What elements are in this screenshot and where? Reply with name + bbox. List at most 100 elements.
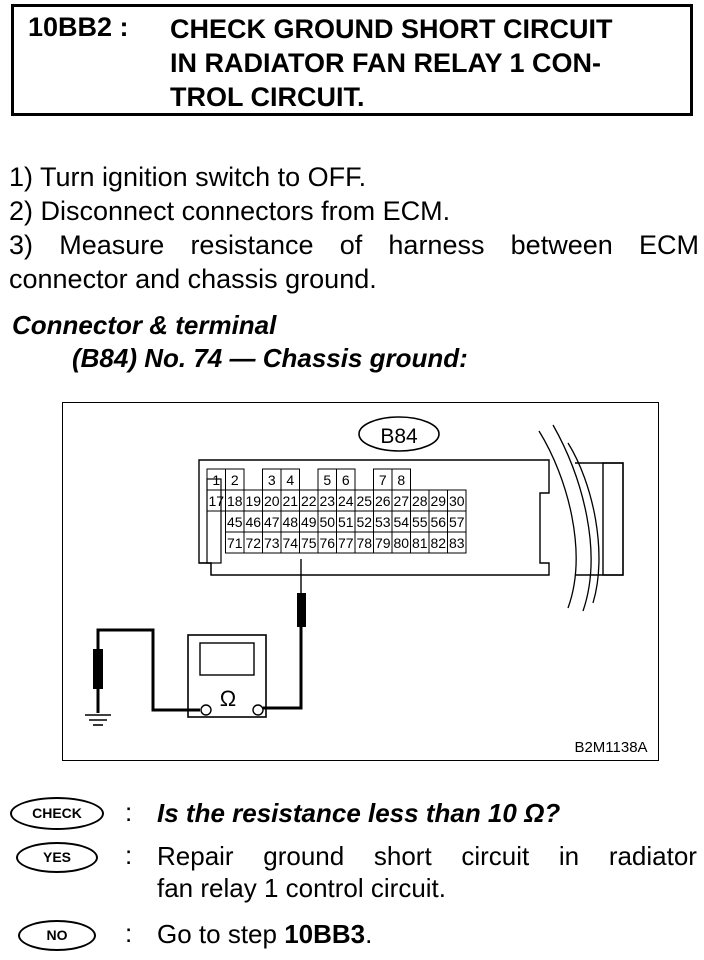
pin-number: 76	[319, 535, 335, 551]
ohm-symbol: Ω	[220, 686, 236, 711]
pin-number: 28	[412, 493, 428, 509]
pin-number: 51	[338, 514, 354, 530]
meter-terminal	[200, 704, 212, 716]
step-title-line: IN RADIATOR FAN RELAY 1 CON-	[170, 48, 602, 78]
colon: :	[125, 797, 133, 827]
colon: :	[125, 918, 133, 948]
probe-tip	[297, 593, 306, 627]
word: ground	[263, 841, 345, 871]
pin-number: 48	[282, 514, 298, 530]
word: in	[558, 841, 580, 871]
pin-number: 75	[301, 535, 317, 551]
word: resistance	[190, 230, 314, 260]
pin-number: 77	[338, 535, 354, 551]
pin-number: 1	[212, 472, 220, 488]
pin-number: 27	[393, 493, 409, 509]
step-header-box: 10BB2 : CHECK GROUND SHORT CIRCUIT IN RA…	[11, 4, 693, 116]
harness-break-line	[567, 442, 600, 604]
connector-name-oval	[358, 416, 440, 452]
step-title: CHECK GROUND SHORT CIRCUIT IN RADIATOR F…	[170, 12, 685, 114]
connector-left-block	[206, 478, 222, 564]
pin-number: 80	[393, 535, 409, 551]
pin-number: 74	[282, 535, 298, 551]
word: between	[510, 230, 613, 260]
pin-number: 2	[231, 472, 239, 488]
pin-number: 57	[449, 514, 465, 530]
pin-cell	[411, 469, 430, 490]
pin-number: 46	[245, 514, 261, 530]
pin-number: 50	[319, 514, 335, 530]
pin-number: 49	[301, 514, 317, 530]
pin-number: 17	[208, 493, 224, 509]
pin-number: 81	[412, 535, 428, 551]
pin-number: 18	[227, 493, 243, 509]
pin-number: 26	[375, 493, 391, 509]
ohmmeter-body	[187, 634, 267, 718]
pin-number: 52	[356, 514, 372, 530]
word: radiator	[608, 841, 697, 871]
pin-number: 23	[319, 493, 335, 509]
connector-name: B84	[380, 425, 418, 448]
pin-number: 79	[375, 535, 391, 551]
word: ECM	[638, 230, 699, 260]
step-title-line: TROL CIRCUIT.	[170, 82, 365, 112]
pin-number: 19	[245, 493, 261, 509]
yes-answer-line2: fan relay 1 control circuit.	[157, 873, 447, 903]
pin-number: 56	[430, 514, 446, 530]
pin-cell	[447, 531, 467, 554]
pin-number: 20	[264, 493, 280, 509]
word: short	[373, 841, 432, 871]
word: 3)	[9, 230, 34, 260]
pin-number: 24	[338, 493, 354, 509]
pin-number: 83	[449, 535, 465, 551]
pin-number: 30	[449, 493, 465, 509]
word: Repair	[157, 841, 234, 871]
no-prefix: Go to step	[157, 919, 285, 949]
check-badge: CHECK	[10, 797, 104, 830]
word: of	[339, 230, 363, 260]
no-answer: Go to step 10BB3.	[157, 918, 372, 950]
pin-number: 3	[268, 472, 276, 488]
ground-probe	[93, 649, 103, 689]
instruction-3: 3) Measure resistance of harness between…	[9, 228, 699, 296]
step-title-line: CHECK GROUND SHORT CIRCUIT	[170, 14, 613, 44]
pin-number: 55	[412, 514, 428, 530]
pin-number: 21	[282, 493, 298, 509]
instruction-2: 2) Disconnect connectors from ECM.	[9, 196, 451, 226]
step-code: 10BB2 :	[28, 12, 129, 42]
pin-number: 5	[323, 472, 331, 488]
pin-number: 78	[356, 535, 372, 551]
pin-number: 4	[286, 472, 294, 488]
word: Measure	[59, 230, 165, 260]
check-question: Is the resistance less than 10 Ω?	[157, 798, 561, 828]
pin-number: 54	[393, 514, 409, 530]
yes-answer: Repair ground short circuit in radiator …	[157, 840, 697, 904]
pin-number: 73	[264, 535, 280, 551]
meter-wire-left	[96, 628, 200, 713]
pin-number: 6	[342, 472, 350, 488]
pin-number: 82	[430, 535, 446, 551]
word: circuit	[461, 841, 530, 871]
pin-cell	[244, 469, 263, 490]
meter-wire-right	[263, 627, 303, 710]
pin-number: 53	[375, 514, 391, 530]
no-badge: NO	[18, 920, 96, 951]
no-suffix: .	[365, 919, 373, 949]
pin-number: 22	[301, 493, 317, 509]
connector-terminal-value: (B84) No. 74 — Chassis ground:	[72, 343, 468, 373]
next-step-link[interactable]: 10BB3	[284, 919, 366, 949]
harness-break-line	[552, 424, 592, 612]
ohmmeter-display	[199, 642, 255, 676]
pin-cell	[300, 469, 319, 490]
pin-number: 45	[227, 514, 243, 530]
pin-number: 72	[245, 535, 261, 551]
meter-terminal	[252, 704, 264, 716]
pin-number: 29	[430, 493, 446, 509]
connector-terminal-label: Connector & terminal	[12, 310, 277, 340]
pin-number: 47	[264, 514, 280, 530]
word: harness	[388, 230, 485, 260]
harness-break-line	[538, 430, 577, 609]
instruction-1: 1) Turn ignition switch to OFF.	[9, 162, 367, 192]
